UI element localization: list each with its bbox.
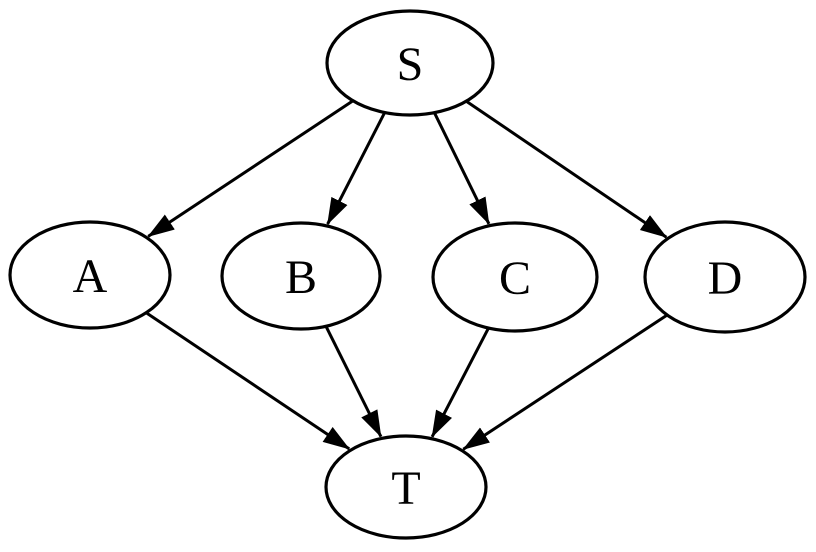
- nodes-layer: S A B C D T: [8, 9, 807, 540]
- node-ellipse-A: [8, 220, 172, 330]
- edge-S-to-C: [433, 112, 491, 225]
- edge-B-to-T: [324, 325, 383, 438]
- node-T: T: [324, 434, 488, 540]
- node-ellipse-D: [643, 220, 807, 334]
- node-label-A: A: [73, 250, 108, 303]
- node-ellipse-T: [324, 434, 488, 540]
- edges-layer: [145, 99, 669, 451]
- node-ellipse-C: [431, 221, 599, 333]
- node-ellipse-S: [325, 9, 495, 117]
- node-label-T: T: [391, 462, 420, 515]
- node-A: A: [8, 220, 172, 330]
- node-label-D: D: [708, 252, 743, 305]
- node-label-B: B: [285, 251, 317, 304]
- node-D: D: [643, 220, 807, 334]
- edge-D-to-T: [462, 313, 669, 451]
- edge-A-to-T: [145, 311, 351, 451]
- edge-S-to-A: [147, 99, 354, 238]
- node-C: C: [431, 221, 599, 333]
- edge-S-to-D: [465, 99, 668, 239]
- node-S: S: [325, 9, 495, 117]
- node-B: B: [220, 221, 382, 331]
- node-label-C: C: [499, 252, 531, 305]
- edge-C-to-T: [430, 327, 490, 438]
- node-label-S: S: [397, 38, 424, 91]
- node-ellipse-B: [220, 221, 382, 331]
- edge-S-to-B: [326, 111, 387, 225]
